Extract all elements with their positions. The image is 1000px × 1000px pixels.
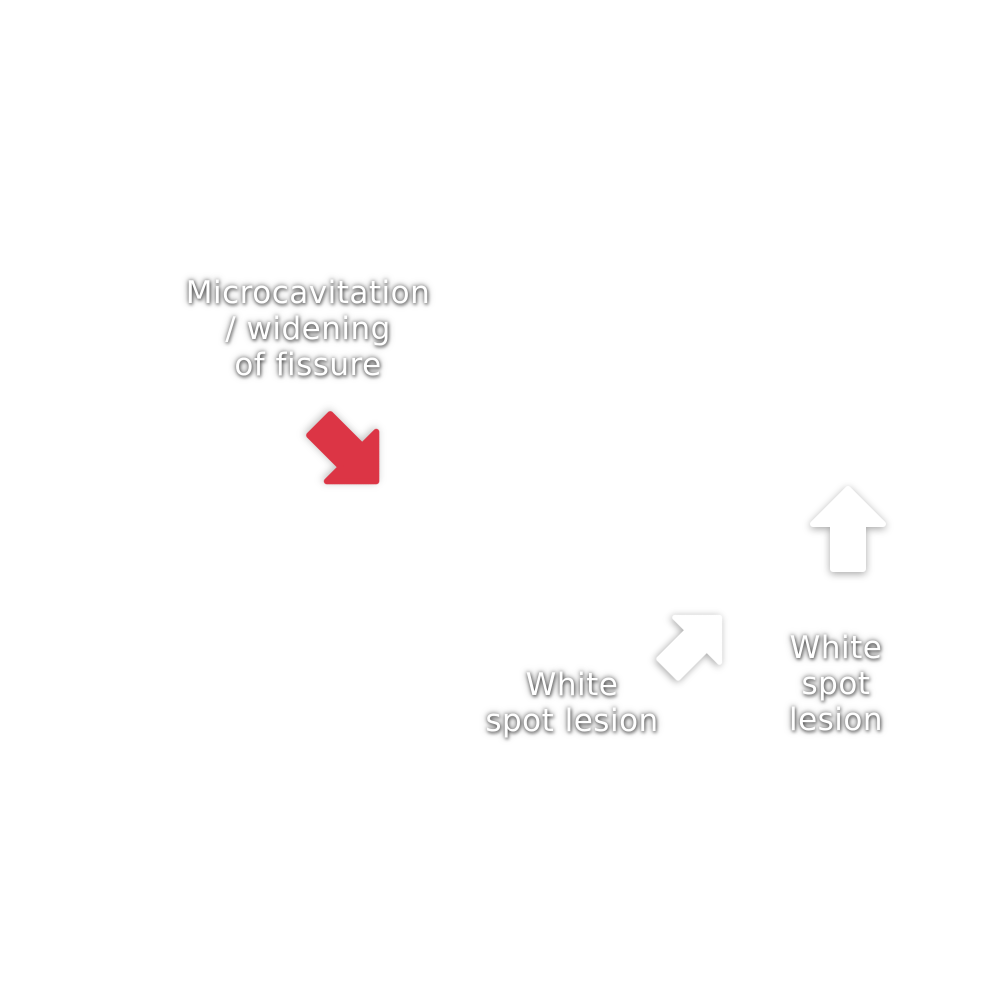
label-line: lesion [788, 702, 884, 738]
label-line: Microcavitation [185, 275, 431, 311]
label-line: / widening [225, 311, 391, 347]
label-white-spot-lesion-right: White spot lesion [736, 630, 936, 738]
label-white-spot-lesion-left: White spot lesion [442, 667, 702, 739]
white-arrow-up-right-icon [642, 591, 745, 694]
label-line: of fissure [234, 347, 382, 383]
label-line: White [525, 667, 619, 703]
label-microcavitation: Microcavitation / widening of fissure [158, 275, 458, 383]
label-line: White [789, 630, 883, 666]
white-arrow-up-icon [810, 486, 886, 572]
label-line: spot [801, 666, 871, 702]
label-line: spot lesion [485, 703, 659, 739]
red-arrow-down-right-icon [291, 396, 406, 511]
